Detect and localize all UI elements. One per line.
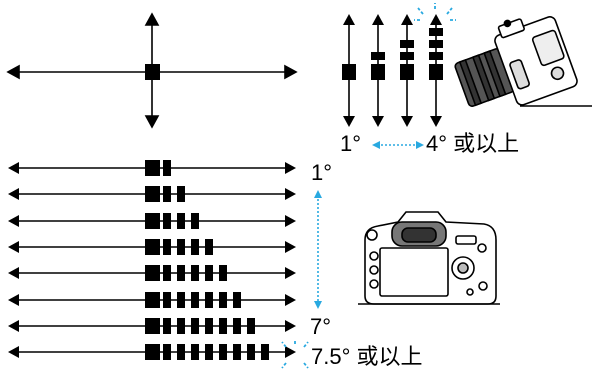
vertical-tilt-line-2	[371, 14, 385, 127]
horizontal-tilt-indicators	[8, 160, 296, 360]
horizontal-tilt-row-5	[8, 265, 296, 281]
horizontal-tilt-row-8	[8, 344, 296, 360]
flash-indicator-icon-right	[281, 340, 309, 369]
camera-tilted-icon	[454, 16, 578, 107]
top-max-label: 4° 或以上	[426, 131, 519, 156]
vertical-tilt-line-4	[429, 14, 443, 127]
top-min-label: 1°	[340, 131, 361, 156]
level-crosshair-level	[6, 12, 298, 129]
horizontal-tilt-row-3	[8, 213, 296, 229]
horizontal-tilt-row-6	[8, 292, 296, 308]
flash-indicator-icon	[414, 3, 456, 21]
vertical-tilt-line-3	[400, 14, 414, 127]
camera-back-icon	[364, 211, 497, 305]
side-max-label: 7°	[310, 314, 331, 339]
side-dotted-range-arrow	[314, 190, 322, 309]
horizontal-tilt-row-2	[8, 186, 296, 202]
side-min-label: 1°	[311, 160, 332, 185]
horizontal-tilt-row-4	[8, 239, 296, 255]
horizontal-tilt-row-7	[8, 318, 296, 334]
side-extra-label: 7.5° 或以上	[311, 344, 423, 369]
top-dotted-range-arrow	[372, 141, 424, 149]
vertical-tilt-line-1	[342, 14, 356, 127]
horizontal-tilt-row-1	[8, 160, 296, 176]
vertical-tilt-indicators	[342, 14, 443, 127]
